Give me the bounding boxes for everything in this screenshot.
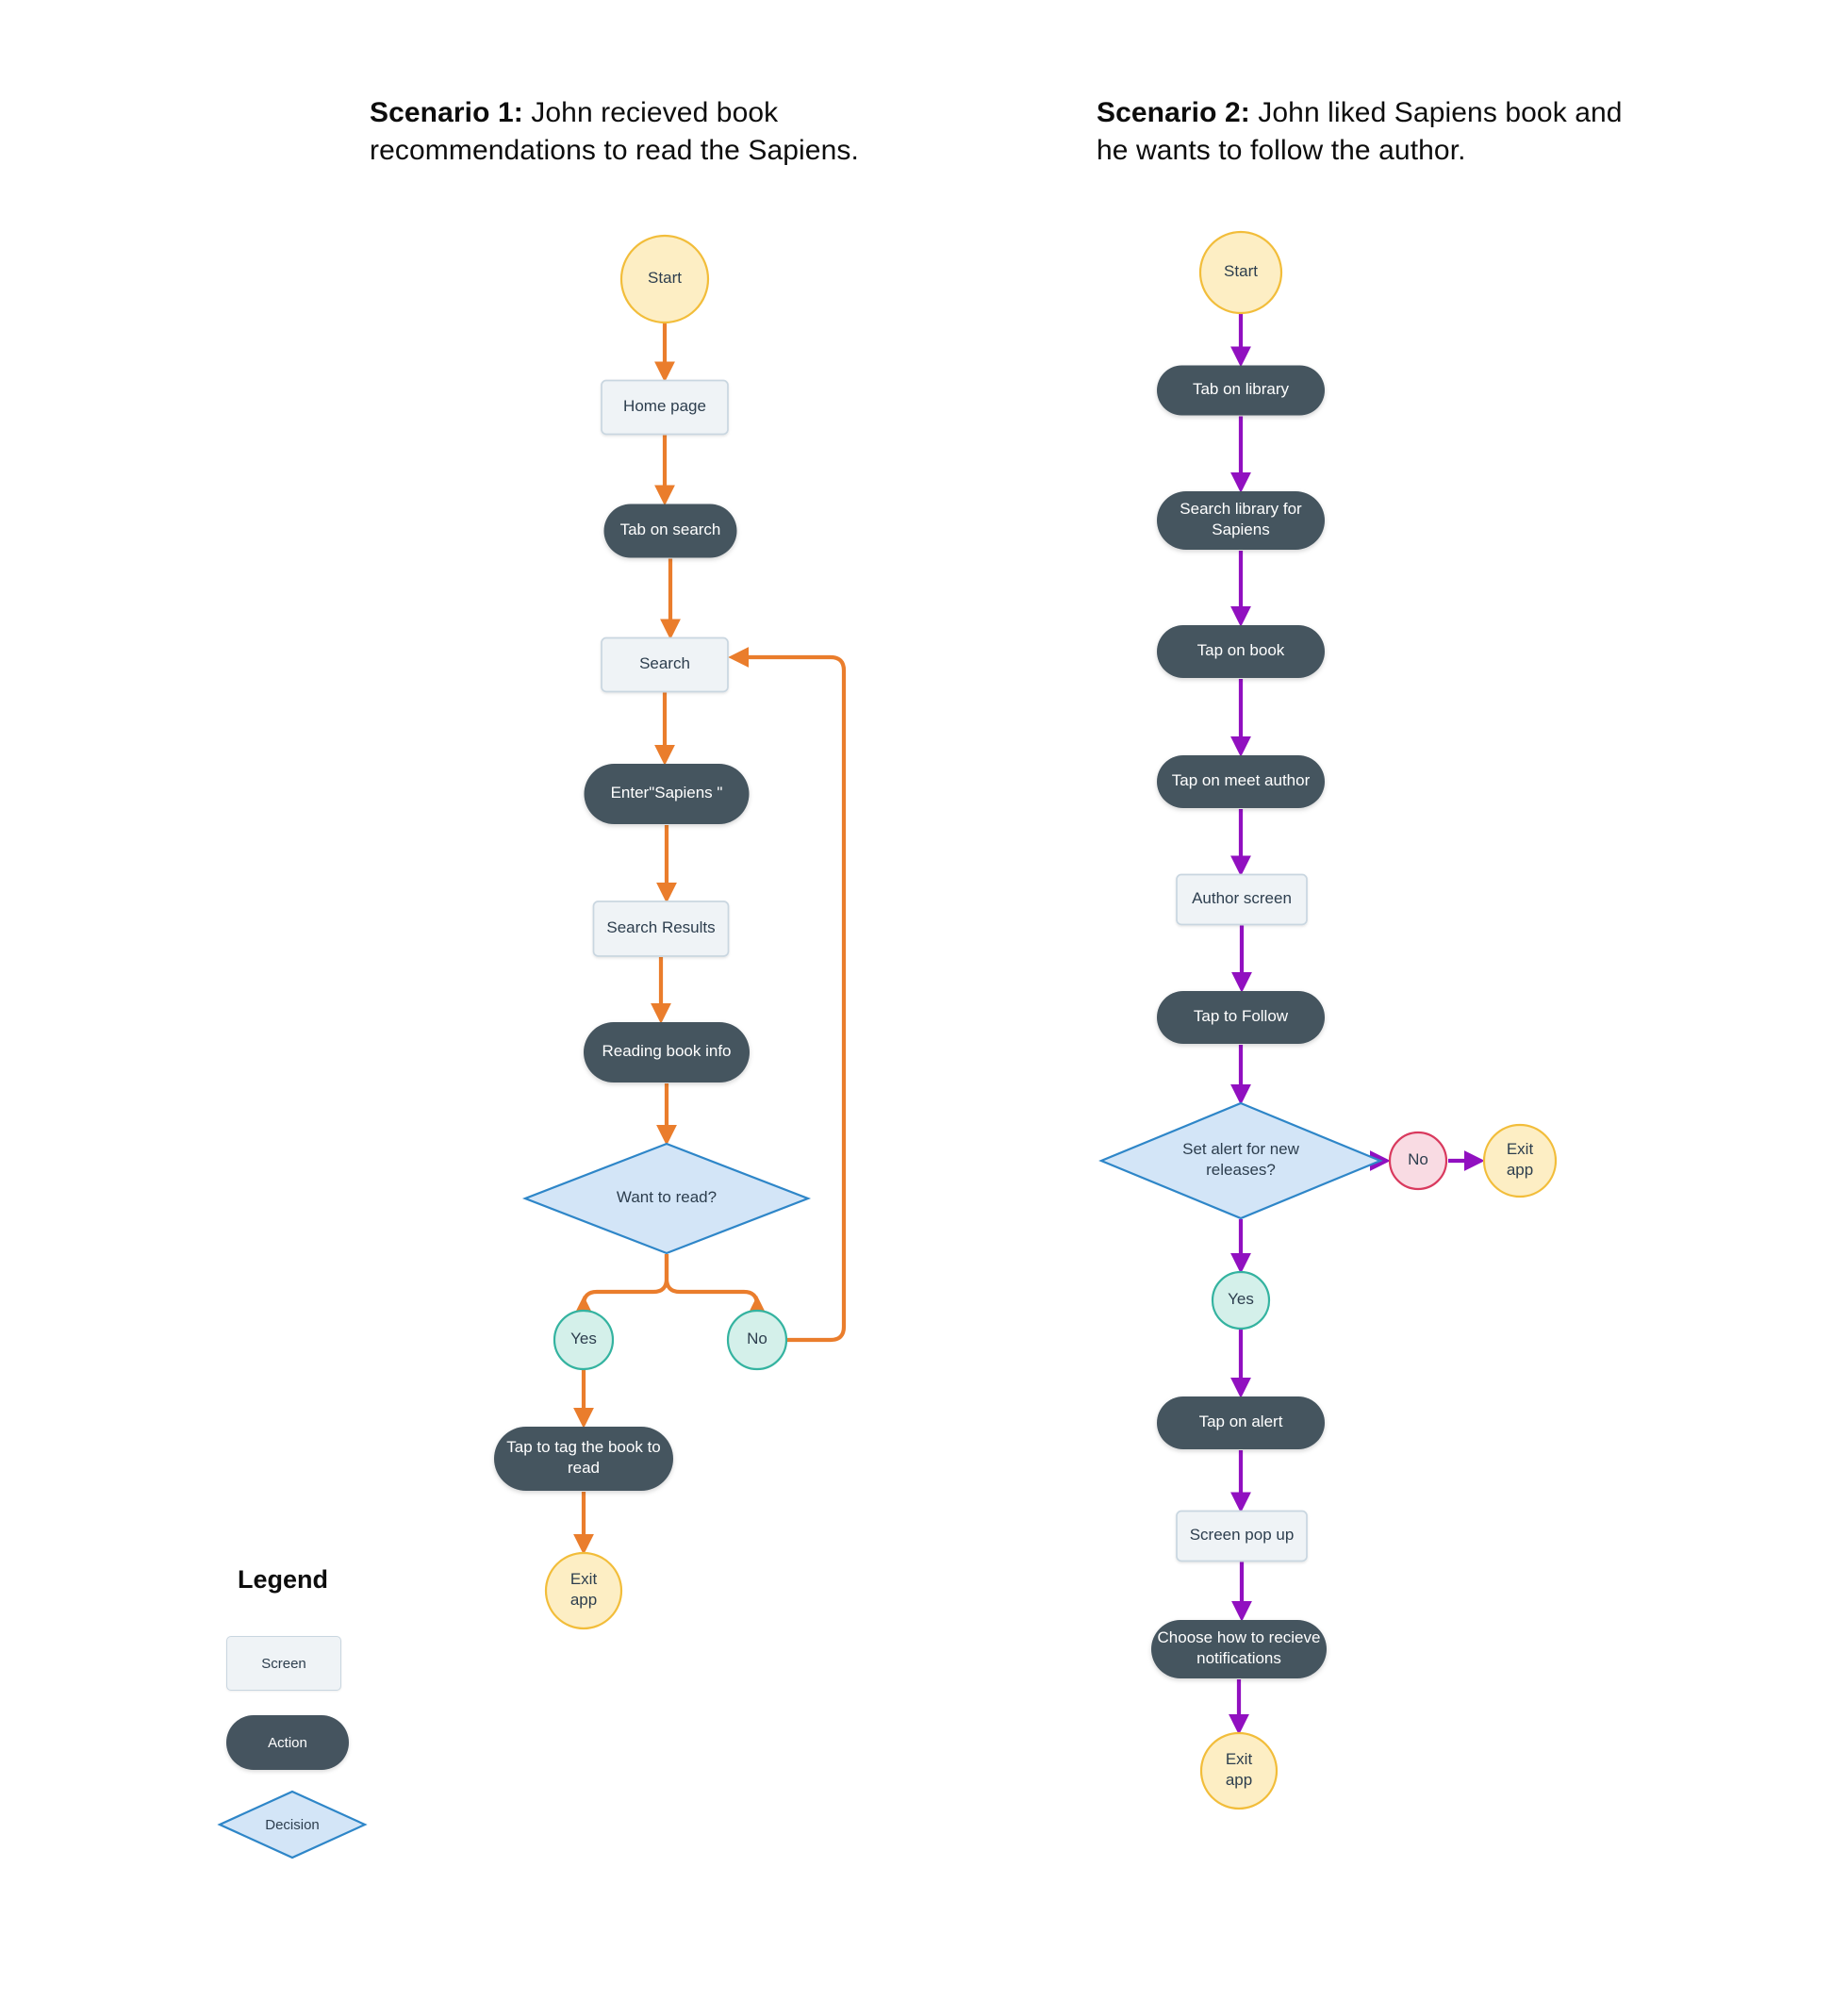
- edge-s1-decision-to-s1-no: [664, 1254, 767, 1317]
- node-s2-yes[interactable]: Yes: [1211, 1270, 1271, 1330]
- s1-yes-label: Yes: [570, 1330, 597, 1347]
- scenario-2-heading-text: John liked Sapiens book and he wants to …: [1097, 97, 1623, 166]
- scenario-2-edges: [1229, 314, 1485, 1735]
- s1-no-label: No: [747, 1330, 767, 1347]
- legend-decision-label: Decision: [265, 1816, 320, 1833]
- legend-decision-swatch: Decision: [217, 1789, 368, 1860]
- s1-reading-label: Reading book info: [602, 1042, 731, 1060]
- legend-diamond-icon: [217, 1790, 368, 1859]
- node-s2-no[interactable]: No: [1388, 1131, 1448, 1191]
- s2-follow-label: Tap to Follow: [1194, 1007, 1289, 1025]
- node-s1-home[interactable]: Home page: [601, 379, 729, 436]
- scenario-1-edges: [573, 323, 847, 1555]
- legend-row-decision: Decision: [217, 1790, 537, 1874]
- s2-alert-label: Tap on alert: [1199, 1413, 1283, 1430]
- node-s2-follow[interactable]: Tap to Follow: [1157, 991, 1325, 1044]
- s2-popup-label: Screen pop up: [1190, 1526, 1295, 1544]
- node-s1-search[interactable]: Search: [601, 636, 729, 693]
- s2-library-label: Tab on library: [1193, 380, 1290, 398]
- edge-s1-no-to-s1-search: [728, 647, 847, 1343]
- s2-tapbook-label: Tap on book: [1197, 641, 1285, 659]
- node-s1-tabsearch[interactable]: Tab on search: [603, 504, 737, 558]
- edge-s1-decision-to-s1-yes: [573, 1254, 669, 1317]
- s2-start-label: Start: [1224, 262, 1258, 280]
- scenario-1-heading: Scenario 1: John recieved book recommend…: [370, 94, 935, 169]
- legend-screen-label: Screen: [261, 1655, 306, 1672]
- s2-meet-label: Tap on meet author: [1172, 771, 1311, 789]
- s1-start-label: Start: [648, 269, 682, 287]
- node-s2-alert[interactable]: Tap on alert: [1157, 1396, 1325, 1449]
- s1-home-label: Home page: [623, 397, 706, 415]
- s1-decision-label: Want to read?: [617, 1188, 717, 1206]
- scenario-1-heading-text: John recieved book recommendations to re…: [370, 97, 859, 166]
- s2-no-label: No: [1408, 1150, 1428, 1168]
- s1-tabsearch-label: Tab on search: [620, 521, 721, 538]
- legend-screen-swatch: Screen: [226, 1636, 341, 1691]
- node-s2-popup[interactable]: Screen pop up: [1176, 1510, 1308, 1562]
- node-s1-decision[interactable]: Want to read?: [521, 1142, 812, 1255]
- scenario-1-heading-lead: Scenario 1:: [370, 97, 523, 128]
- node-s1-results[interactable]: Search Results: [592, 901, 730, 957]
- node-s1-yes[interactable]: Yes: [553, 1309, 615, 1371]
- s2-yes-label: Yes: [1228, 1290, 1254, 1308]
- legend-row-action: Action: [226, 1715, 537, 1794]
- legend-row-screen: Screen: [226, 1636, 537, 1715]
- node-s2-start[interactable]: Start: [1198, 230, 1283, 315]
- s1-enter-label: Enter"Sapiens ": [611, 784, 723, 801]
- node-s1-start[interactable]: Start: [619, 234, 710, 324]
- scenario-2-heading: Scenario 2: John liked Sapiens book and …: [1097, 94, 1625, 169]
- node-s2-authorscr[interactable]: Author screen: [1176, 873, 1308, 926]
- node-s2-tapbook[interactable]: Tap on book: [1157, 625, 1325, 678]
- s1-results-label: Search Results: [606, 918, 715, 936]
- node-s1-enter[interactable]: Enter"Sapiens ": [584, 764, 750, 824]
- legend-title: Legend: [237, 1565, 328, 1594]
- node-s1-reading[interactable]: Reading book info: [584, 1022, 750, 1082]
- s1-search-label: Search: [639, 654, 690, 672]
- node-s2-library[interactable]: Tab on library: [1157, 365, 1325, 416]
- node-s2-meet[interactable]: Tap on meet author: [1157, 755, 1325, 808]
- legend: Legend Screen Action Decision: [217, 1565, 537, 1874]
- scenario-2-heading-lead: Scenario 2:: [1097, 97, 1250, 128]
- node-s1-no[interactable]: No: [726, 1309, 788, 1371]
- s2-authorscr-label: Author screen: [1192, 889, 1292, 907]
- legend-action-swatch: Action: [226, 1715, 349, 1770]
- legend-action-label: Action: [268, 1734, 307, 1751]
